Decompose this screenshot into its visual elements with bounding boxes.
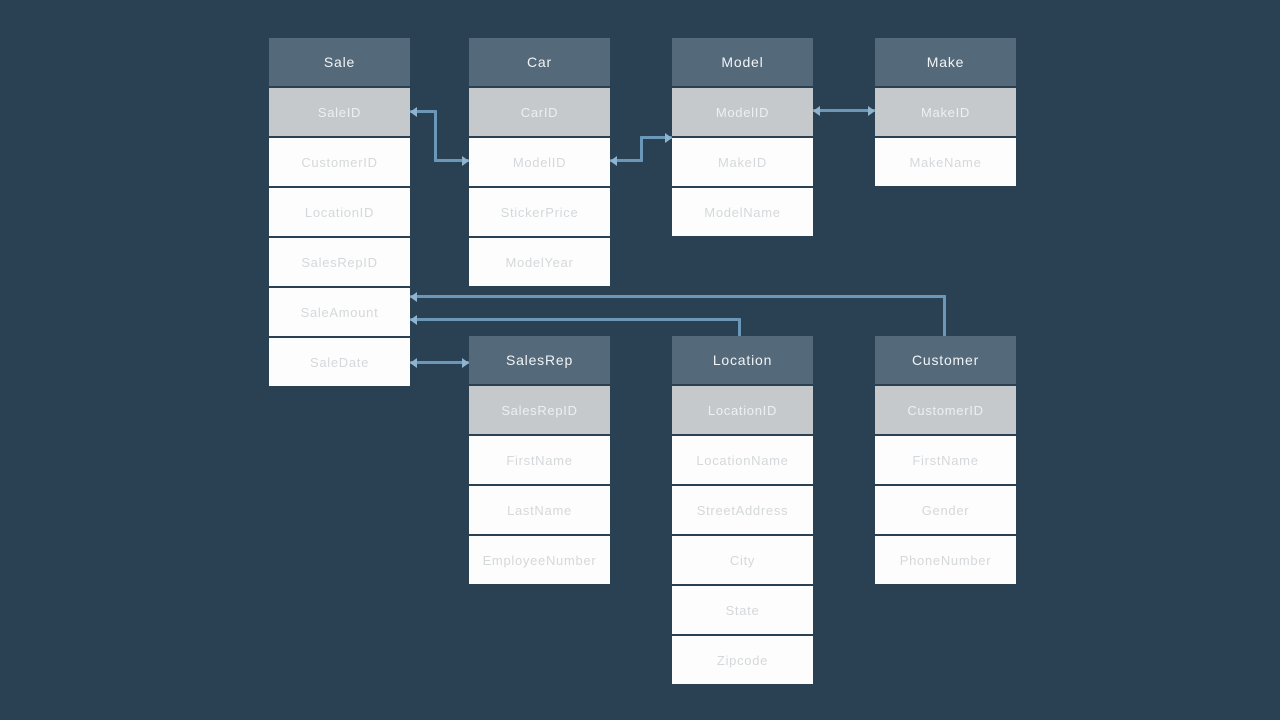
connector-model-make [813,109,875,112]
field-row: City [672,536,813,584]
key-field-row: LocationID [672,386,813,434]
field-row: LocationID [269,188,410,236]
connector-car-model-arrow [665,133,672,143]
connector-car-model [640,136,672,139]
field-row: Zipcode [672,636,813,684]
connector-sale-car-arrow [410,107,417,117]
key-field-row: SalesRepID [469,386,610,434]
table-title: Car [469,38,610,86]
field-row: MakeName [875,138,1016,186]
table-title: Make [875,38,1016,86]
connector-car-model [640,136,643,162]
field-row: LocationName [672,436,813,484]
connector-sale-car [434,110,437,162]
table-title: Location [672,336,813,384]
connector-car-model-arrow [610,156,617,166]
field-row: EmployeeNumber [469,536,610,584]
key-field-row: ModelID [672,88,813,136]
table-title: Customer [875,336,1016,384]
table-title: Sale [269,38,410,86]
connector-sale-salesrep [410,361,469,364]
key-field-row: MakeID [875,88,1016,136]
field-row: SaleAmount [269,288,410,336]
field-row: SaleDate [269,338,410,386]
connector-sale-location-arrow [410,315,417,325]
field-row: CustomerID [269,138,410,186]
field-row: FirstName [469,436,610,484]
key-field-row: CarID [469,88,610,136]
key-field-row: SaleID [269,88,410,136]
connector-sale-customer [410,295,946,298]
table-title: Model [672,38,813,86]
connector-car-model [610,159,643,162]
field-row: MakeID [672,138,813,186]
connector-sale-salesrep-arrow [410,358,417,368]
field-row: ModelYear [469,238,610,286]
connector-sale-customer-arrow [410,292,417,302]
connector-sale-salesrep-arrow [462,358,469,368]
connector-model-make-arrow [868,106,875,116]
connector-sale-car [434,159,469,162]
connector-sale-car [410,110,437,113]
key-field-row: CustomerID [875,386,1016,434]
field-row: LastName [469,486,610,534]
table-title: SalesRep [469,336,610,384]
connector-sale-location [410,318,741,321]
field-row: SalesRepID [269,238,410,286]
connector-sale-car-arrow [462,156,469,166]
connector-sale-location [738,318,741,337]
connector-model-make-arrow [813,106,820,116]
field-row: StreetAddress [672,486,813,534]
field-row: PhoneNumber [875,536,1016,584]
field-row: State [672,586,813,634]
field-row: StickerPrice [469,188,610,236]
connector-sale-customer [943,295,946,337]
field-row: FirstName [875,436,1016,484]
field-row: ModelName [672,188,813,236]
field-row: ModelID [469,138,610,186]
field-row: Gender [875,486,1016,534]
